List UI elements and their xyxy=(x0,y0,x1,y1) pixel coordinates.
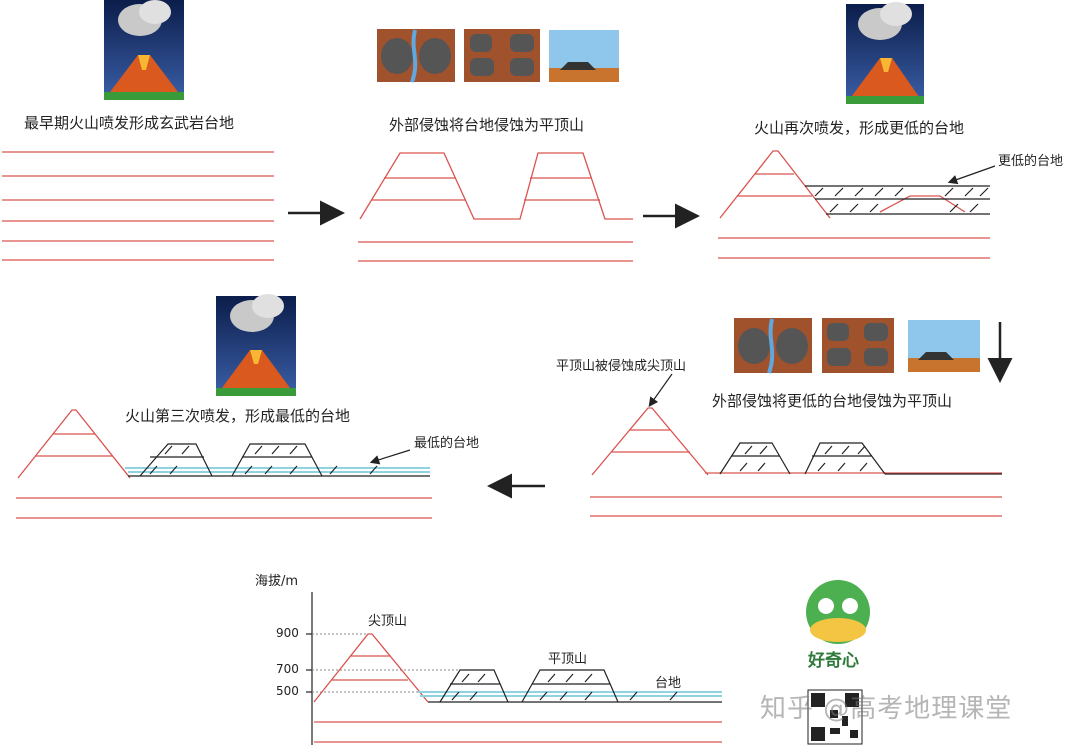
callout-mesa-to-peak: 平顶山被侵蚀成尖顶山 xyxy=(556,359,687,374)
chart-ylabel: 海拔/m xyxy=(255,574,299,589)
volcano-icon xyxy=(216,294,296,396)
panel4-hatch xyxy=(719,442,1002,475)
panel4-strata xyxy=(590,407,1002,517)
label-plateau: 台地 xyxy=(655,676,682,691)
satellite-photo-icon xyxy=(377,29,619,83)
tick-900: 900 xyxy=(276,626,299,640)
panel5-strata xyxy=(16,409,432,519)
elevation-guides xyxy=(312,633,470,693)
elevation-hatch xyxy=(428,669,722,703)
panel3-hatch xyxy=(805,185,990,215)
logo-icon xyxy=(806,580,870,644)
elevation-axes xyxy=(306,592,313,745)
caption-step4: 外部侵蚀将更低的台地侵蚀为平顶山 xyxy=(712,392,953,410)
volcano-icon xyxy=(104,0,184,100)
callout-lower-plateau: 更低的台地 xyxy=(998,154,1064,169)
watermark: 知乎 @高考地理课堂 xyxy=(760,694,1013,724)
caption-step1: 最早期火山喷发形成玄武岩台地 xyxy=(24,114,235,132)
caption-step5: 火山第三次喷发，形成最低的台地 xyxy=(125,407,351,425)
tick-500: 500 xyxy=(276,684,299,698)
panel5-water xyxy=(125,467,430,473)
callout-arrow xyxy=(947,165,996,185)
label-mesa: 平顶山 xyxy=(548,652,588,667)
qr-code-icon xyxy=(807,689,863,745)
tick-700: 700 xyxy=(276,662,299,676)
logo-text: 好奇心 xyxy=(808,651,859,671)
elevation-water xyxy=(418,691,722,697)
panel5-hatch xyxy=(128,443,430,477)
callout-arrow xyxy=(648,373,673,407)
callout-arrow xyxy=(369,449,411,465)
caption-step3: 火山再次喷发，形成更低的台地 xyxy=(754,119,965,137)
panel2-strata xyxy=(358,152,633,262)
volcano-icon xyxy=(846,2,924,104)
label-peak: 尖顶山 xyxy=(368,614,408,629)
caption-step2: 外部侵蚀将台地侵蚀为平顶山 xyxy=(389,116,585,134)
panel3-strata xyxy=(718,150,990,259)
elevation-strata xyxy=(313,633,722,743)
satellite-photo-icon xyxy=(734,318,980,374)
callout-lowest-plateau: 最低的台地 xyxy=(414,436,480,451)
panel1-strata xyxy=(2,151,274,261)
